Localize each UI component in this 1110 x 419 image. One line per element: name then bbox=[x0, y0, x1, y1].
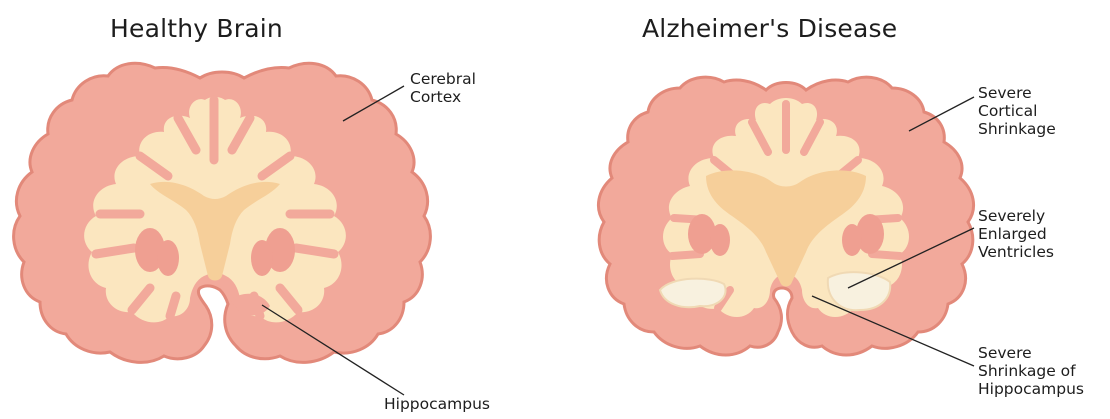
enlarged-ventricle-left bbox=[660, 279, 726, 308]
severe-hippocampus-label: Severe Shrinkage of Hippocampus bbox=[978, 344, 1084, 398]
enlarged-ventricle-right bbox=[828, 272, 890, 310]
cortical-line-2: Cortical bbox=[978, 102, 1056, 120]
cortical-line-3: Shrinkage bbox=[978, 120, 1056, 138]
healthy-brain-title: Healthy Brain bbox=[110, 14, 283, 43]
severe-cortical-shrinkage-label: Severe Cortical Shrinkage bbox=[978, 84, 1056, 138]
cortical-line-1: Severe bbox=[978, 84, 1056, 102]
ventricles-line-2: Enlarged bbox=[978, 225, 1054, 243]
healthy-brain bbox=[14, 63, 431, 362]
enlarged-ventricles-label: Severely Enlarged Ventricles bbox=[978, 207, 1054, 261]
hippocampus-shrink-line-3: Hippocampus bbox=[978, 380, 1084, 398]
cerebral-cortex-line-1: Cerebral bbox=[410, 70, 476, 88]
hippocampus-label: Hippocampus bbox=[384, 395, 490, 413]
ventricles-line-1: Severely bbox=[978, 207, 1054, 225]
ventricles-line-3: Ventricles bbox=[978, 243, 1054, 261]
hippocampus-line-1: Hippocampus bbox=[384, 395, 490, 413]
hippocampus-shrink-line-2: Shrinkage of bbox=[978, 362, 1084, 380]
hippocampus-shrink-line-1: Severe bbox=[978, 344, 1084, 362]
alzheimers-brain bbox=[598, 77, 973, 355]
cerebral-cortex-line-2: Cortex bbox=[410, 88, 476, 106]
cerebral-cortex-label: Cerebral Cortex bbox=[410, 70, 476, 106]
alzheimers-title: Alzheimer's Disease bbox=[642, 14, 897, 43]
